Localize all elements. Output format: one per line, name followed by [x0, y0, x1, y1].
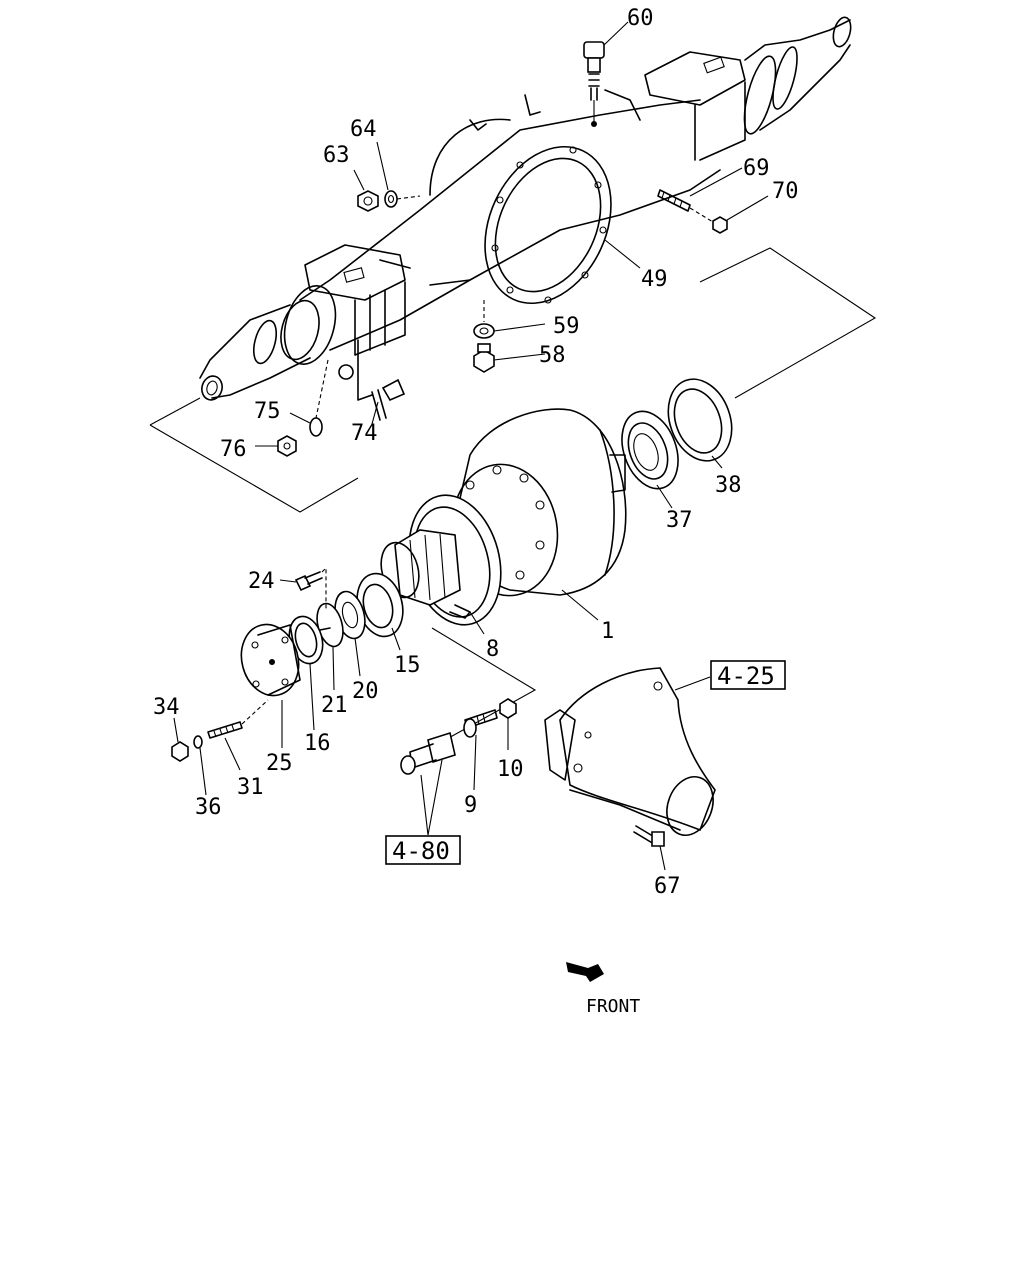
part-ref-4-80-sensor [400, 731, 456, 836]
callout-38: 38 [715, 473, 742, 498]
part-70-nut [689, 195, 769, 234]
callout-15: 15 [394, 653, 421, 678]
part-36-washer [193, 735, 207, 796]
callout-24: 24 [248, 569, 275, 594]
part-25-cap [240, 623, 301, 748]
callout-8: 8 [486, 637, 499, 662]
part-31-stud [207, 699, 269, 771]
callout-37: 37 [666, 508, 693, 533]
callout-63: 63 [323, 143, 350, 168]
callout-69: 69 [743, 156, 770, 181]
part-24-bolt [279, 566, 327, 610]
callout-70: 70 [772, 179, 799, 204]
part-ref-4-25-backing-plate [544, 667, 716, 836]
part-34-nut [171, 717, 189, 762]
callout-34: 34 [153, 695, 180, 720]
part-75-washer [289, 359, 329, 437]
callout-49: 49 [641, 267, 668, 292]
callout-20: 20 [352, 679, 379, 704]
callout-21: 21 [321, 693, 348, 718]
callout-16: 16 [304, 731, 331, 756]
callout-9: 9 [464, 793, 477, 818]
callout-74: 74 [351, 421, 378, 446]
callout-36: 36 [195, 795, 222, 820]
ref-label-4-80: 4-80 [392, 837, 450, 865]
callout-67: 67 [654, 874, 681, 899]
part-38-seal [667, 378, 733, 469]
callout-75: 75 [254, 399, 281, 424]
callout-31: 31 [237, 775, 264, 800]
callout-59: 59 [553, 314, 580, 339]
part-63-nut [353, 169, 379, 212]
callout-10: 10 [497, 757, 524, 782]
part-76-nut [255, 435, 297, 457]
part-67-bolt [633, 825, 666, 871]
callout-64: 64 [350, 117, 377, 142]
callout-60: 60 [627, 6, 654, 31]
part-60-breather [583, 21, 629, 127]
section-line-upper [149, 424, 359, 513]
callout-1: 1 [601, 619, 614, 644]
ref-box-4-25: 4-25 [710, 660, 786, 690]
part-37-bearing [621, 410, 679, 509]
callout-76: 76 [220, 437, 247, 462]
part-8-hub [380, 494, 502, 635]
part-16-seal [288, 615, 324, 731]
front-arrow-icon [566, 962, 604, 982]
part-74-bolt [357, 339, 406, 425]
part-9-sensor [463, 709, 498, 791]
part-58-plug [473, 343, 546, 373]
part-69-stud [657, 167, 743, 212]
callout-labels: 60 64 63 69 70 49 59 58 75 74 76 37 38 2… [153, 6, 799, 899]
part-64-washer [376, 141, 421, 208]
section-line-upper-b [149, 397, 201, 426]
ref-label-4-25: 4-25 [717, 662, 775, 690]
front-label: FRONT [586, 996, 640, 1017]
part-59-washer [473, 300, 546, 339]
leader-49 [604, 239, 641, 269]
part-10-nut [499, 698, 517, 750]
axle-housing [199, 16, 852, 401]
section-line-lower [431, 627, 537, 746]
ref-box-4-80: 4-80 [385, 835, 461, 865]
section-line-right [699, 247, 877, 399]
callout-25: 25 [266, 751, 293, 776]
callout-58: 58 [539, 343, 566, 368]
